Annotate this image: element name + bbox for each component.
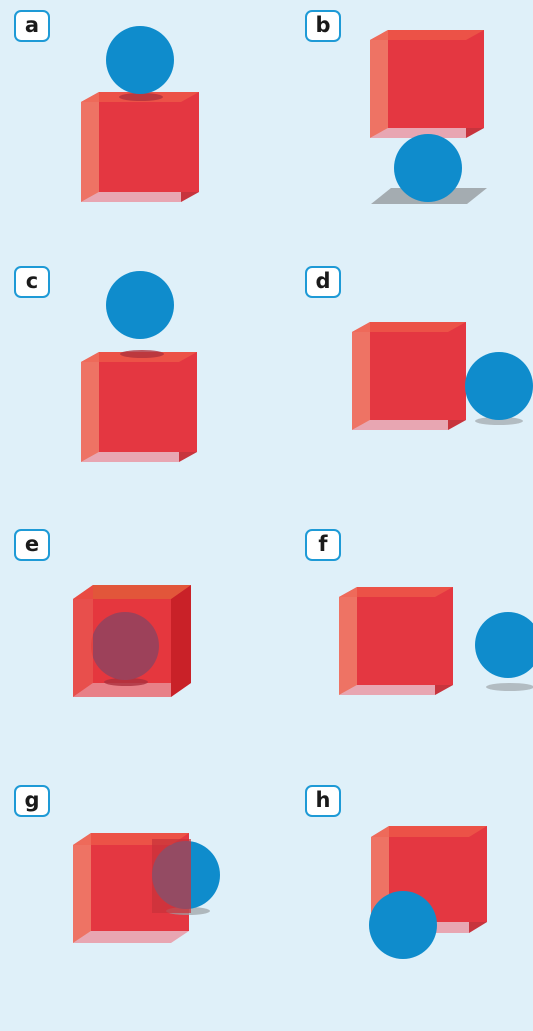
sphere (475, 612, 533, 678)
panel-a: a (0, 0, 266, 256)
cube-left-face (81, 352, 99, 462)
cube (81, 92, 199, 202)
scene (0, 775, 266, 1031)
panel-g: g (0, 775, 266, 1031)
panel-b: b (291, 0, 533, 256)
cube-front-face (388, 30, 484, 128)
panel-d: d (291, 256, 533, 512)
scene (291, 775, 533, 1031)
panel-c: c (0, 256, 266, 512)
panel-e: e (0, 519, 266, 775)
cube-right-face (171, 585, 191, 697)
cube-left-face (370, 30, 388, 138)
cube (81, 352, 197, 462)
sphere (465, 352, 533, 420)
panel-f: f (291, 519, 533, 775)
cube-front-face (370, 322, 466, 420)
scene (291, 256, 533, 512)
scene (291, 0, 533, 256)
cube-overlap-region (152, 839, 191, 913)
cube-front-face (357, 587, 453, 685)
cube-front-face (99, 352, 197, 452)
sphere (369, 891, 437, 959)
cube-front-face (73, 599, 171, 697)
panel-h: h (291, 775, 533, 1031)
scene (0, 519, 266, 775)
cube (352, 322, 466, 430)
cube-left-face (81, 92, 99, 202)
cube-left-face (339, 587, 357, 695)
shadow (486, 683, 533, 691)
scene (0, 0, 266, 256)
scene (0, 256, 266, 512)
sphere (106, 26, 174, 94)
cube (370, 30, 484, 138)
cube-left-face (352, 322, 370, 430)
cube-left-face (73, 833, 91, 943)
shadow (120, 350, 164, 358)
diagram-canvas: a b c d e f g h (0, 0, 533, 959)
shadow (119, 93, 163, 101)
sphere (394, 134, 462, 202)
cube-bottom-face (73, 931, 189, 943)
sphere (106, 271, 174, 339)
scene (291, 519, 533, 775)
cube (339, 587, 453, 695)
cube-front-face (99, 92, 199, 192)
